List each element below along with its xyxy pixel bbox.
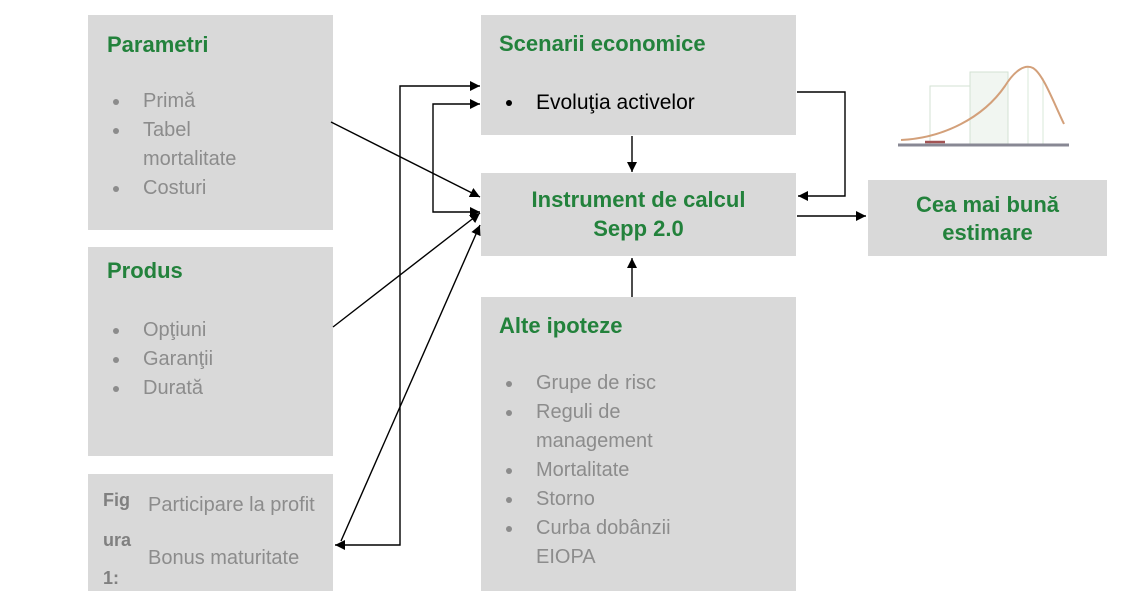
- picture-frame: [929, 85, 971, 145]
- produs-list: Opţiuni Garanţii Durată: [113, 316, 258, 403]
- parametri-item-costuri: Costuri: [113, 174, 258, 203]
- alte-item-storno: Storno: [506, 485, 686, 514]
- parametri-list: Primă Tabel mortalitate Costuri: [113, 87, 258, 203]
- estimare-box: Cea mai bună estimare: [868, 180, 1107, 256]
- alte-item-mortalitate: Mortalitate: [506, 456, 686, 485]
- scenarii-item-evolutia-activelor: Evoluţia activelor: [506, 88, 695, 117]
- picture-curve: [900, 65, 1065, 141]
- estimare-title-line: estimare: [942, 220, 1033, 245]
- instrument-title-line: Instrument de calcul: [531, 187, 746, 212]
- scenarii-box: Scenarii economice Evoluţia activelor: [481, 15, 796, 135]
- instrument-box: Instrument de calcul Sepp 2.0: [481, 173, 796, 256]
- parametri-item-prima: Primă: [113, 87, 258, 116]
- distribution-curve-picture: [898, 65, 1069, 147]
- scenarii-list: Evoluţia activelor: [506, 88, 695, 117]
- parametri-box: Parametri Primă Tabel mortalitate Costur…: [88, 15, 333, 230]
- produs-box: Produs Opţiuni Garanţii Durată: [88, 247, 333, 456]
- estimare-title: Cea mai bună estimare: [868, 191, 1107, 247]
- produs-item-garantii: Garanţii: [113, 345, 258, 374]
- picture-frame: [969, 71, 1009, 145]
- produs-title: Produs: [107, 258, 183, 283]
- produs-item-durata: Durată: [113, 374, 258, 403]
- profit-participation-text: Participare la profit: [148, 494, 315, 516]
- arrow-parametri-to-instrument: [330, 121, 481, 198]
- parametri-item-tabel-mortalitate: Tabel mortalitate: [113, 116, 258, 174]
- maturity-bonus-text: Bonus maturitate: [148, 547, 300, 569]
- alte-item-grupe-de-risc: Grupe de risc: [506, 369, 686, 398]
- alte-ipoteze-list: Grupe de risc Reguli de management Morta…: [506, 369, 686, 572]
- alte-ipoteze-box: Alte ipoteze Grupe de risc Reguli de man…: [481, 297, 796, 591]
- arrow-profit-to-instrument: [340, 224, 481, 542]
- instrument-title: Instrument de calcul Sepp 2.0: [481, 185, 796, 243]
- arrow-scenarii-feedback-to-instrument: [797, 91, 846, 201]
- alte-item-curba-dobanzii: Curba dobânzii EIOPA: [506, 514, 686, 572]
- scenarii-title: Scenarii economice: [499, 31, 706, 56]
- figure-caption-part: ura: [103, 530, 132, 550]
- instrument-title-line: Sepp 2.0: [593, 216, 684, 241]
- produs-item-optiuni: Opţiuni: [113, 316, 258, 345]
- arrow-scenarii-profit-link: [335, 81, 480, 550]
- alte-item-reguli-de-management: Reguli de management: [506, 398, 686, 456]
- arrow-produs-to-instrument: [332, 212, 481, 328]
- alte-ipoteze-title: Alte ipoteze: [499, 313, 623, 338]
- figure-caption-part: 1:: [103, 568, 120, 588]
- figure-caption-part: Fig: [103, 490, 130, 510]
- profit-box: Participare la profit Bonus maturitate: [88, 474, 333, 591]
- estimare-title-line: Cea mai bună: [915, 192, 1060, 217]
- parametri-title: Parametri: [107, 32, 209, 57]
- arrow-scenarii-instrument-loop: [432, 99, 480, 217]
